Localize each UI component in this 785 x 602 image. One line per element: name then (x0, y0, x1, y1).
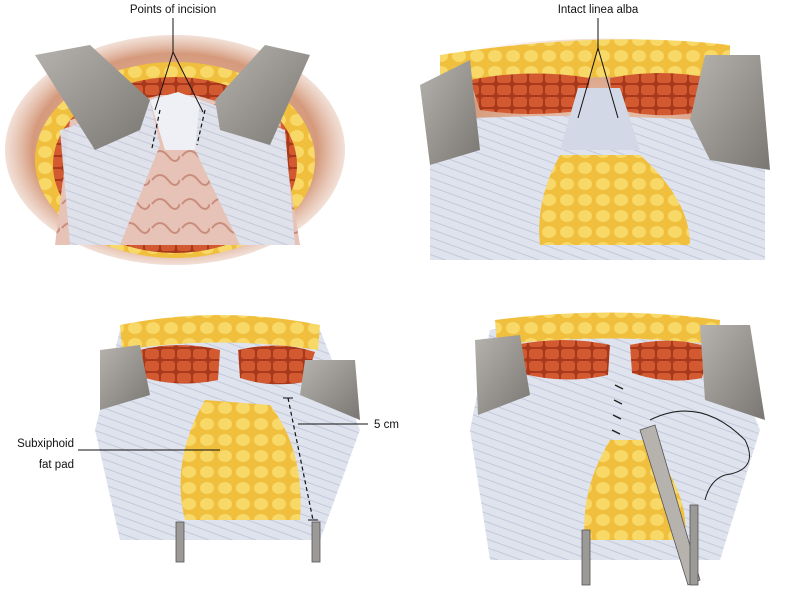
left-fascia (60, 100, 160, 245)
panel-intact-linea-alba: Intact linea alba (420, 4, 770, 260)
label-fat-pad-line1: Subxiphoid (17, 438, 74, 450)
left-retractor-3 (100, 345, 150, 410)
left-retractor-4 (475, 335, 530, 415)
label-points-of-incision: Points of incision (130, 4, 216, 16)
subxiphoid-fat-pad (180, 400, 301, 520)
leader-linea-left (577, 47, 599, 119)
right-retractor-3 (300, 360, 360, 420)
right-rectus-3 (238, 345, 315, 385)
label-fat-pad-line2: fat pad (39, 459, 74, 471)
panel-subxiphoid-fat-pad: 5 cm Subxiphoid fat pad (17, 315, 399, 563)
right-retractor-4 (700, 325, 765, 420)
leader-linea-right (597, 47, 619, 119)
right-retractor-2 (690, 55, 770, 170)
left-retractor (35, 45, 150, 150)
clamp-left-3 (175, 521, 185, 563)
left-retractor-2 (420, 60, 480, 165)
clamp-right-3 (311, 521, 321, 563)
label-intact-linea-alba: Intact linea alba (558, 4, 639, 16)
fat-layer-4 (495, 312, 720, 345)
sutures (611, 384, 624, 435)
panel-points-of-incision: Points of incision (5, 4, 345, 265)
suture-thread (649, 410, 750, 501)
right-rectus-2 (610, 73, 710, 116)
linea-alba (560, 88, 640, 150)
left-rectus-4 (515, 340, 610, 380)
fat-layer-3 (120, 315, 320, 350)
xiphoid-region (150, 92, 200, 150)
leader-incision-left (154, 51, 174, 111)
incision-line-right (196, 109, 206, 146)
clamp-right-4 (689, 504, 699, 586)
clamp-left-4 (581, 529, 591, 586)
label-5cm: 5 cm (374, 419, 399, 431)
leader-incision-right (172, 51, 204, 113)
needle-driver (639, 424, 701, 586)
left-rectus-3 (140, 345, 220, 384)
panel-closure (470, 312, 765, 586)
left-rectus-2 (470, 73, 590, 114)
preperitoneal-fat-2 (539, 155, 690, 245)
right-retractor (215, 45, 310, 145)
right-rectus-4 (630, 340, 710, 381)
